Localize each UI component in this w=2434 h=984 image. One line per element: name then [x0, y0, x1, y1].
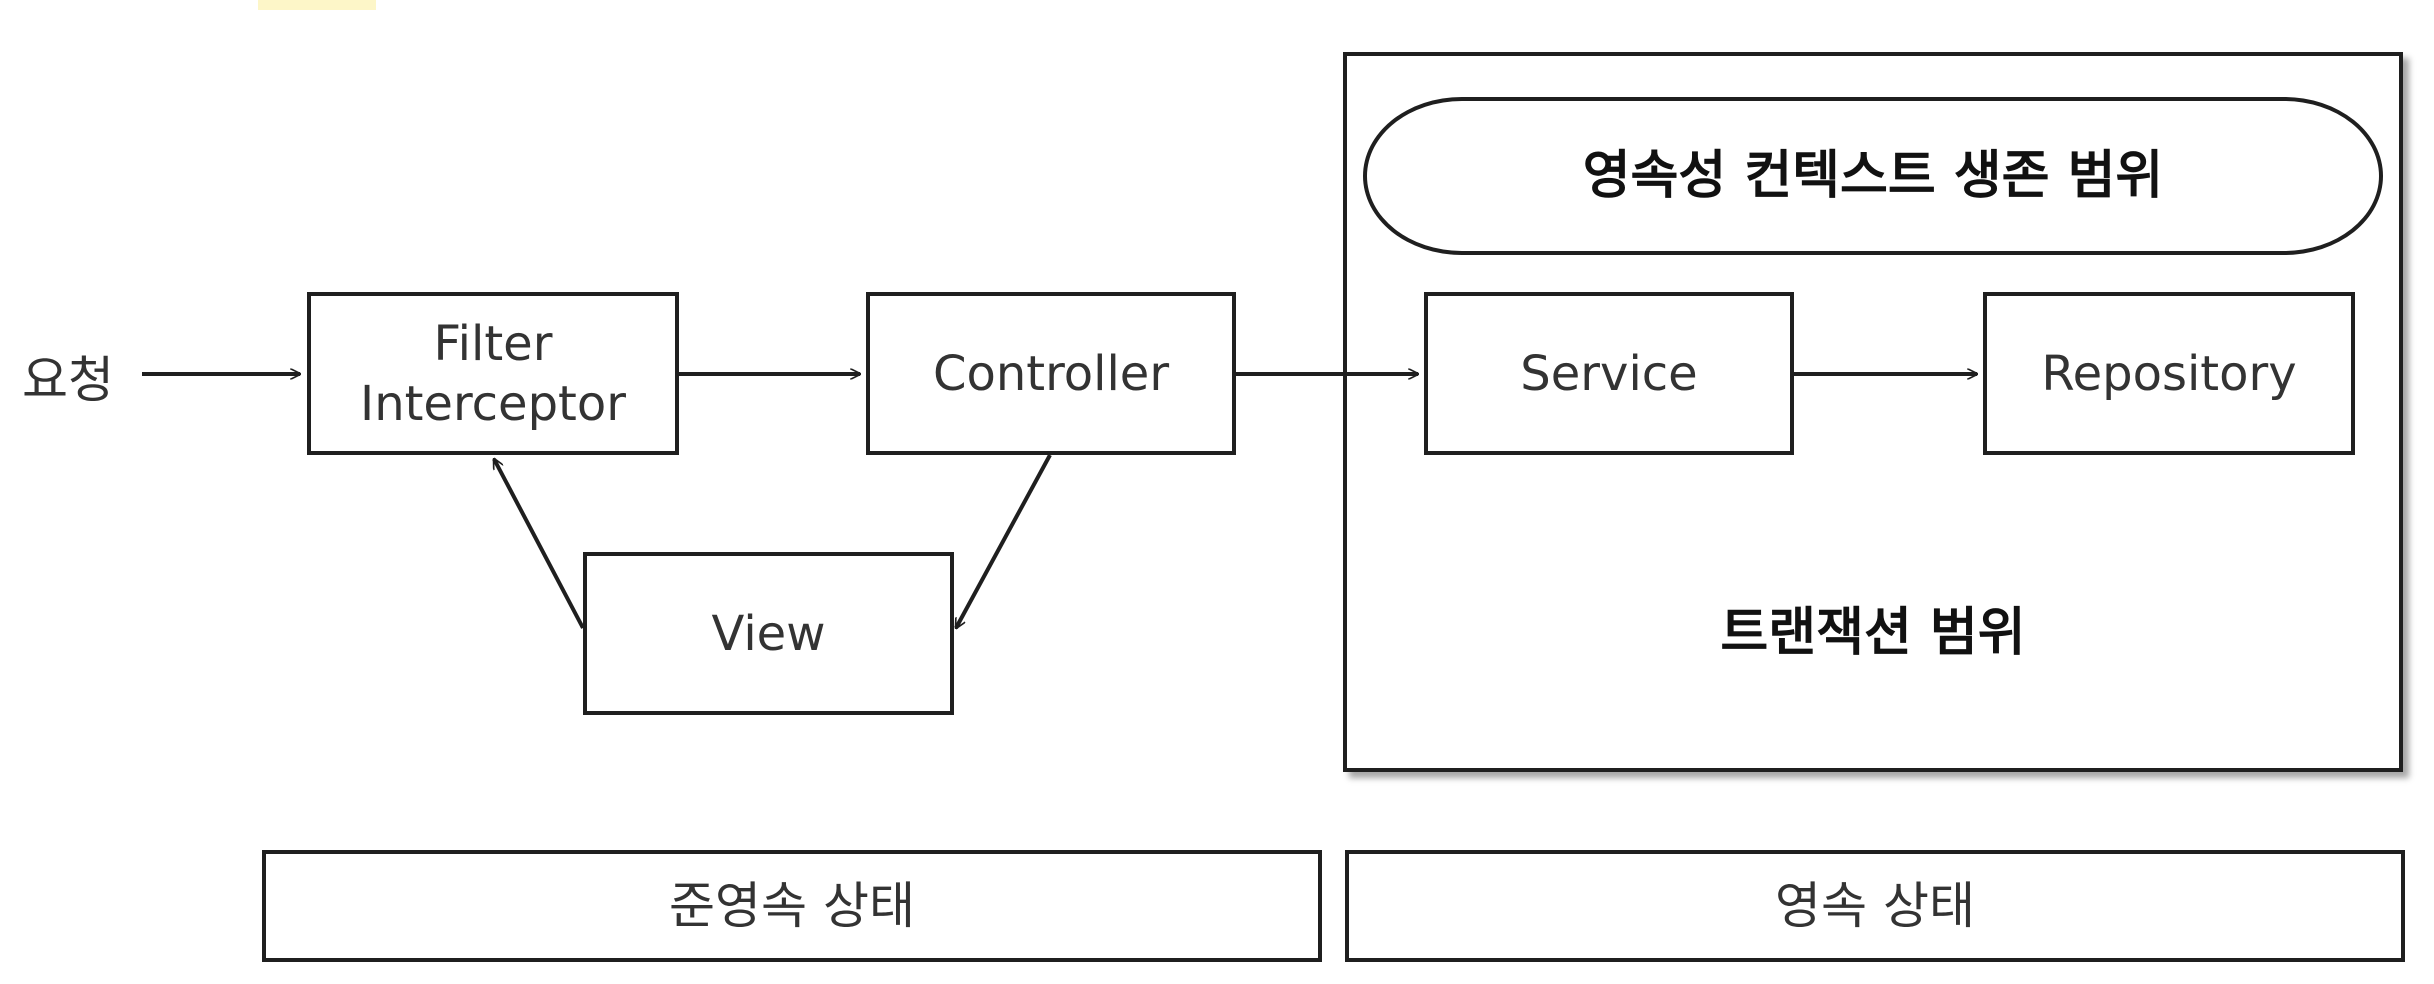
request-label: 요청 — [22, 351, 114, 409]
repository-node: Repository — [1983, 292, 2355, 455]
controller-node: Controller — [866, 292, 1236, 455]
controller-label: Controller — [932, 345, 1170, 402]
persistent-state-label: 영속 상태 — [1775, 876, 1975, 935]
arrow-controller-to-view — [954, 454, 1052, 628]
filter-interceptor-node: Filter Interceptor — [307, 292, 679, 455]
service-node: Service — [1424, 292, 1794, 455]
persistent-state-box: 영속 상태 — [1345, 850, 2405, 962]
persistence-context-scope: 영속성 컨텍스트 생존 범위 — [1363, 97, 2383, 255]
arrow-view-to-filter — [492, 459, 585, 629]
top-highlight-tab — [258, 0, 376, 10]
view-label: View — [711, 605, 826, 662]
detached-state-label: 준영속 상태 — [669, 876, 915, 935]
persistence-context-scope-label: 영속성 컨텍스트 생존 범위 — [1582, 145, 2164, 206]
filter-interceptor-label: Filter Interceptor — [360, 315, 626, 432]
detached-state-box: 준영속 상태 — [262, 850, 1322, 962]
service-label: Service — [1520, 345, 1698, 402]
repository-label: Repository — [2041, 345, 2297, 402]
transaction-scope-label: 트랜잭션 범위 — [1720, 603, 2026, 663]
view-node: View — [583, 552, 954, 715]
